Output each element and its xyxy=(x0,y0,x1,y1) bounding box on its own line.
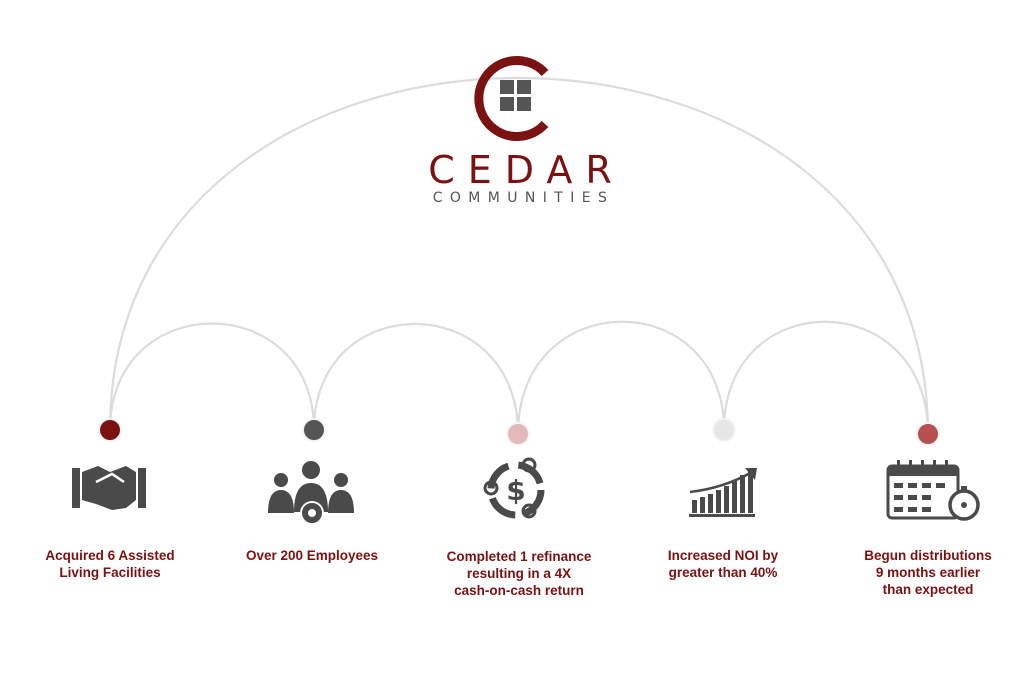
logo-wordmark: CEDAR xyxy=(428,148,625,192)
caption-line: greater than 40% xyxy=(668,565,778,580)
caption-line: 9 months earlier xyxy=(875,565,981,580)
milestone-caption-acquired: Acquired 6 Assisted Living Facilities xyxy=(15,547,205,581)
arc-3-4 xyxy=(516,320,726,435)
caption-line: resulting in a 4X xyxy=(466,566,572,581)
svg-text:$: $ xyxy=(506,474,525,507)
dollar-gears-icon: $ xyxy=(483,457,545,519)
arc-4-5 xyxy=(722,320,930,435)
milestone-dot xyxy=(506,422,530,446)
milestone-dot xyxy=(302,418,326,442)
logo-tagline: COMMUNITIES xyxy=(432,190,615,206)
outer-arc xyxy=(108,76,930,435)
caption-line: Increased NOI by xyxy=(667,548,779,563)
caption-line: Over 200 Employees xyxy=(245,548,379,563)
caption-line: Acquired 6 Assisted xyxy=(45,548,175,563)
caption-line: Completed 1 refinance xyxy=(446,549,592,564)
milestone-caption-distributions: Begun distributions 9 months earlier tha… xyxy=(833,547,1015,598)
milestone-caption-noi: Increased NOI by greater than 40% xyxy=(628,547,818,581)
arc-1-2 xyxy=(108,322,316,431)
calendar-clock-icon xyxy=(886,460,980,521)
milestone-caption-refinance: Completed 1 refinance resulting in a 4X … xyxy=(424,548,614,599)
caption-line: Begun distributions xyxy=(864,548,992,563)
caption-line: Living Facilities xyxy=(59,565,161,580)
milestone-dot xyxy=(712,418,736,442)
team-gear-icon xyxy=(268,461,354,525)
growth-chart-icon xyxy=(689,468,757,517)
caption-line: cash-on-cash return xyxy=(454,583,584,598)
milestone-dot xyxy=(916,422,940,446)
milestone-dot xyxy=(98,418,122,442)
caption-line: than expected xyxy=(882,582,974,597)
arc-2-3 xyxy=(312,323,520,435)
handshake-icon xyxy=(72,466,146,510)
c-window-logo-icon xyxy=(474,56,549,141)
milestone-caption-employees: Over 200 Employees xyxy=(217,547,407,564)
